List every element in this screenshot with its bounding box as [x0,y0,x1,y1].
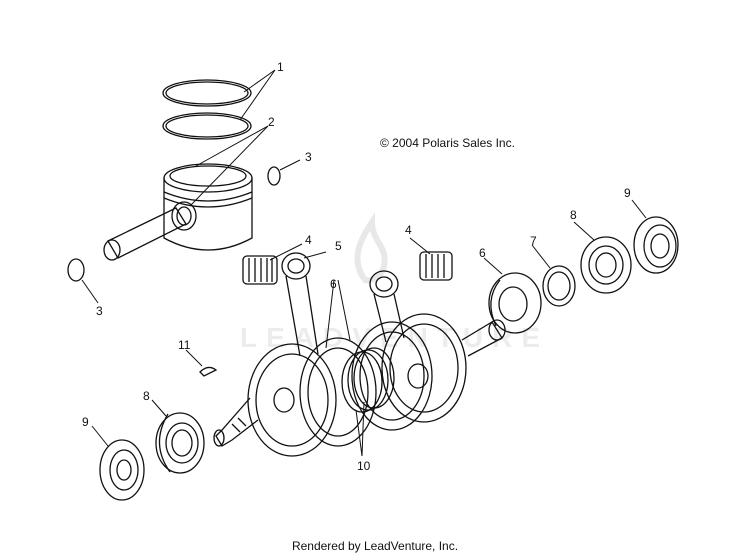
watermark-text: LEADVENTURE [240,322,550,353]
callout-11: 11 [178,338,191,352]
copyright-notice: © 2004 Polaris Sales Inc. [380,136,515,150]
callout-9-left: 9 [82,415,89,429]
callout-8-right: 8 [570,208,577,222]
piston-rings [162,79,252,140]
seal-right [633,216,679,274]
callout-5: 5 [335,239,342,253]
spacer-ring [542,265,576,307]
callout-3-top: 3 [305,150,312,164]
callout-4-left: 4 [305,233,312,247]
wrist-pin [103,207,187,261]
callout-2: 2 [268,115,275,129]
callout-6-right: 6 [479,246,486,260]
seal-left [99,439,145,501]
bearing-left [155,412,205,474]
callout-1: 1 [277,60,284,74]
circlip-top [267,166,281,186]
circlip-left [67,258,85,282]
bearing-right [580,236,632,294]
piston [163,163,253,251]
needle-bearing-right [419,251,453,281]
callout-9-right: 9 [624,186,631,200]
callout-10: 10 [357,459,371,473]
callout-6-center: 6 [330,277,337,291]
callout-8-left: 8 [143,389,150,403]
crankshaft [213,313,506,457]
callout-7: 7 [530,234,537,248]
callout-3-left: 3 [96,304,103,318]
connecting-rod-left [281,252,319,357]
watermark-logo [354,212,388,284]
callout-4-right: 4 [405,223,412,237]
main-bearing-right [488,272,542,334]
woodruff-key [199,366,218,377]
footer-credit: Rendered by LeadVenture, Inc. [291,539,459,553]
connecting-rod-right [369,270,405,343]
leader-lines [81,69,647,457]
needle-bearing-left [242,255,278,285]
